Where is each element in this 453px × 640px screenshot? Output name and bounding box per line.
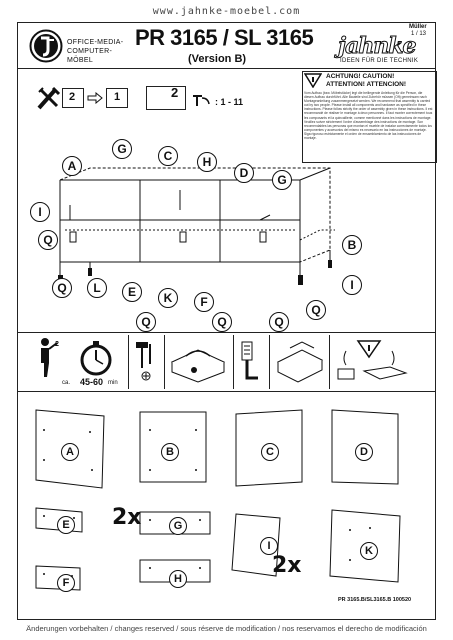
label-q-2: Q xyxy=(52,278,72,298)
warning-box xyxy=(302,71,437,163)
page-number: 1 / 13 xyxy=(411,31,427,37)
part-label-e: E xyxy=(57,516,75,534)
product-title: PR 3165 / SL 3165 xyxy=(135,25,314,50)
brand-line-1: OFFICE-MEDIA- xyxy=(67,39,124,46)
part-label-d: D xyxy=(355,443,373,461)
no-tools-icon xyxy=(37,86,61,110)
brand-tagline: OFFICE-MEDIA- COMPUTER- MÖBEL xyxy=(67,38,123,65)
tools-separator-2 xyxy=(164,335,165,389)
label-q-5: Q xyxy=(269,312,289,332)
hex-key-icon xyxy=(241,341,258,380)
website-url: www.jahnke-moebel.com xyxy=(152,6,301,17)
jahnke-logo: jahnke xyxy=(337,33,416,60)
label-i-1: I xyxy=(30,202,50,222)
svg-text:2: 2 xyxy=(55,341,59,348)
brand-slogan: IDEEN FÜR DIE TECHNIK xyxy=(340,58,419,64)
part-label-c: C xyxy=(261,443,279,461)
time-unit: min xyxy=(108,380,118,386)
label-q-6: Q xyxy=(306,300,326,320)
section-divider xyxy=(17,391,436,392)
brand-logo-icon xyxy=(29,29,63,63)
tools-separator-5 xyxy=(329,335,330,389)
label-d: D xyxy=(234,163,254,183)
part-label-i: I xyxy=(260,537,278,555)
brand-line-3: MÖBEL xyxy=(67,57,94,64)
changes-notice: Änderungen vorbehalten / changes reserve… xyxy=(26,624,427,633)
open-box-number: 2 xyxy=(171,85,179,100)
label-g-1: G xyxy=(112,139,132,159)
part-label-b: B xyxy=(161,443,179,461)
label-q-3: Q xyxy=(136,312,156,332)
label-i-2: I xyxy=(342,275,362,295)
label-q-1: Q xyxy=(38,230,58,250)
warning-title: ACHTUNG! CAUTION! ATTENTION! ATTENCION! xyxy=(326,73,406,89)
label-e: E xyxy=(122,282,142,302)
step-range: : 1 - 11 xyxy=(215,97,244,107)
tools-separator-4 xyxy=(269,335,270,389)
warning-title-2: ATTENTION! ATTENCION! xyxy=(326,81,407,88)
part-label-a: A xyxy=(61,443,79,461)
screw-hand-icon xyxy=(193,95,210,106)
brand-line-2: COMPUTER- xyxy=(67,48,113,55)
label-b: B xyxy=(342,235,362,255)
furniture-assembly-drawing xyxy=(58,167,335,285)
warning-text: Vom Aufbau (bzw. Möbelstücke) legt die b… xyxy=(304,91,433,141)
hammer-screwdriver-icon xyxy=(136,342,151,381)
warning-title-1: ACHTUNG! CAUTION! xyxy=(326,73,395,80)
assembly-time: 45-60 xyxy=(80,377,104,387)
box-step-1-icon: 1 xyxy=(106,88,128,108)
box-step-2-number: 2 xyxy=(69,91,76,103)
panel-i xyxy=(231,513,281,577)
part-label-g: G xyxy=(169,517,187,535)
label-a: A xyxy=(62,156,82,176)
part-label-f: F xyxy=(57,574,75,592)
time-approx: ca. xyxy=(62,380,71,386)
label-q-4: Q xyxy=(212,312,232,332)
label-f: F xyxy=(194,292,214,312)
stopwatch-icon xyxy=(80,341,112,376)
page-frame xyxy=(17,22,436,620)
box-step-2-icon: 2 xyxy=(62,88,84,108)
label-g-2: G xyxy=(272,170,292,190)
packaging-box-icon xyxy=(276,341,324,383)
qty-i: 2x xyxy=(272,553,302,578)
part-label-h: H xyxy=(169,570,187,588)
tools-divider-top xyxy=(17,332,436,333)
label-c: C xyxy=(158,146,178,166)
label-h: H xyxy=(197,152,217,172)
qty-g: 2x xyxy=(112,505,142,530)
box-step-1-number: 1 xyxy=(114,91,121,103)
label-k: K xyxy=(158,288,178,308)
warning-triangle-icon xyxy=(304,73,322,88)
toolbox-icon xyxy=(170,349,226,383)
two-persons-icon: 2 xyxy=(41,338,59,377)
header-divider xyxy=(17,68,436,69)
disposal-warning-icon xyxy=(337,340,408,380)
parts-overview xyxy=(35,409,401,591)
product-version: (Version B) xyxy=(188,53,247,65)
document-reference: PR 3165.B/SL3165.B 100520 xyxy=(338,597,412,603)
part-label-k: K xyxy=(360,542,378,560)
open-box-icon: 2 xyxy=(146,85,186,110)
tools-separator-1 xyxy=(128,335,129,389)
label-l: L xyxy=(87,278,107,298)
tools-separator-3 xyxy=(233,335,234,389)
producer-name: Müller xyxy=(409,24,427,30)
arrow-right-icon xyxy=(87,92,103,104)
